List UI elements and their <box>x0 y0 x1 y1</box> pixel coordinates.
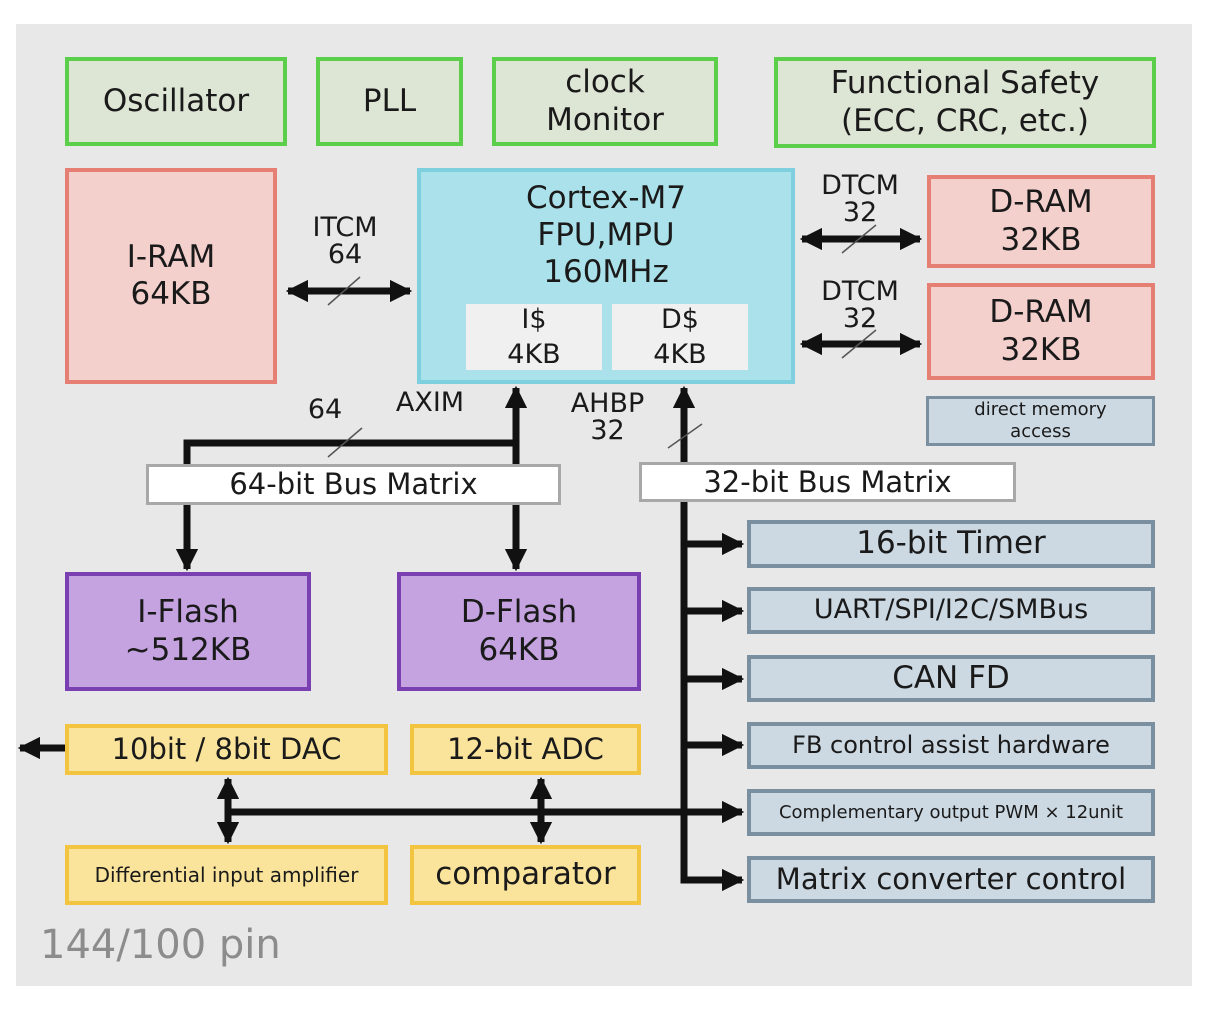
d-flash-label: D-Flash <box>460 594 578 631</box>
itcm-width-slash <box>327 276 361 306</box>
peripheral-label: CAN FD <box>892 659 1010 696</box>
differential-amplifier-label: Differential input amplifier <box>94 863 359 887</box>
peripheral-label: 16-bit Timer <box>856 525 1046 562</box>
dcache-label: D$ <box>661 303 699 335</box>
axim-width-label: 64 <box>307 394 343 425</box>
d-flash-size: 64KB <box>478 631 560 668</box>
package-pin-label: 144/100 pin <box>40 922 281 968</box>
d-ram-2-label: D-RAM <box>989 294 1093 331</box>
functional-safety-label-1: Functional Safety <box>830 65 1100 102</box>
i-ram-size: 64KB <box>130 276 212 312</box>
bus-matrix-32-label: 32-bit Bus Matrix <box>703 464 952 499</box>
i-flash-size: ~512KB <box>124 631 252 668</box>
dtcm-1-width: 32 <box>842 197 878 228</box>
d-ram-2-size: 32KB <box>1000 331 1082 368</box>
pll-block: PLL <box>316 57 463 146</box>
differential-amplifier-block: Differential input amplifier <box>65 845 388 905</box>
ahbp-width-slash <box>667 423 703 449</box>
comparator-label: comparator <box>435 856 616 893</box>
dac-label: 10bit / 8bit DAC <box>111 732 342 767</box>
dtcm-2-width: 32 <box>842 303 878 334</box>
axim-bus-line <box>183 439 516 464</box>
bus-matrix-64-label: 64-bit Bus Matrix <box>229 467 478 502</box>
oscillator-block: Oscillator <box>65 57 287 146</box>
peripheral-pwm: Complementary output PWM × 12unit <box>747 789 1155 836</box>
cpu-frequency-label: 160MHz <box>543 254 669 291</box>
i-flash-block: I-Flash~512KB <box>65 572 311 691</box>
peripheral-bus-line <box>680 502 745 892</box>
peripheral-can-fd: CAN FD <box>747 655 1155 702</box>
peripheral-label: FB control assist hardware <box>792 731 1110 760</box>
dac-block: 10bit / 8bit DAC <box>65 724 388 775</box>
adc-block: 12-bit ADC <box>410 724 641 775</box>
ahbp-width: 32 <box>590 415 625 446</box>
icache-block: I$ 4KB <box>466 304 602 370</box>
icache-size: 4KB <box>507 339 561 370</box>
dma-label-1: direct memory <box>974 398 1107 420</box>
axim-width-slash <box>327 427 363 458</box>
adc-label: 12-bit ADC <box>447 732 604 767</box>
bus-matrix-64: 64-bit Bus Matrix <box>146 464 561 505</box>
peripheral-label: Matrix converter control <box>775 862 1127 897</box>
itcm-name: ITCM <box>312 212 378 243</box>
cpu-core-label: Cortex-M7 <box>525 180 687 216</box>
ahbp-name: AHBP <box>570 388 645 419</box>
peripheral-label: Complementary output PWM × 12unit <box>778 801 1124 823</box>
peripheral-timer: 16-bit Timer <box>747 520 1155 568</box>
itcm-width: 64 <box>327 239 363 270</box>
clock-monitor-label-2: Monitor <box>546 101 664 138</box>
dtcm-1-width-slash <box>841 224 877 254</box>
i-ram-label: I-RAM <box>126 238 216 275</box>
comparator-block: comparator <box>410 845 641 905</box>
dma-label-2: access <box>1010 421 1071 442</box>
bus-matrix-32: 32-bit Bus Matrix <box>639 462 1016 502</box>
dtcm-1-name: DTCM <box>821 170 899 201</box>
peripheral-fb-control: FB control assist hardware <box>747 722 1155 769</box>
oscillator-label: Oscillator <box>102 82 250 119</box>
peripheral-label: UART/SPI/I2C/SMBus <box>813 594 1089 626</box>
i-flash-label: I-Flash <box>137 594 239 631</box>
functional-safety-label-2: (ECC, CRC, etc.) <box>841 102 1089 139</box>
dcache-block: D$ 4KB <box>612 304 748 370</box>
peripheral-matrix-converter: Matrix converter control <box>747 856 1155 903</box>
cpu-features-label: FPU,MPU <box>537 217 675 254</box>
pll-label: PLL <box>362 82 417 119</box>
dtcm-2-name: DTCM <box>821 276 899 307</box>
d-ram-1-label: D-RAM <box>989 184 1093 221</box>
functional-safety-block: Functional Safety(ECC, CRC, etc.) <box>774 57 1156 148</box>
dcache-size: 4KB <box>653 339 707 370</box>
icache-label: I$ <box>521 303 547 335</box>
peripheral-serial: UART/SPI/I2C/SMBus <box>747 587 1155 634</box>
axim-label: AXIM <box>395 387 465 418</box>
clock-monitor-label-1: clock <box>565 64 645 101</box>
d-ram-1-size: 32KB <box>1000 221 1082 258</box>
dtcm-2-width-slash <box>841 329 877 359</box>
